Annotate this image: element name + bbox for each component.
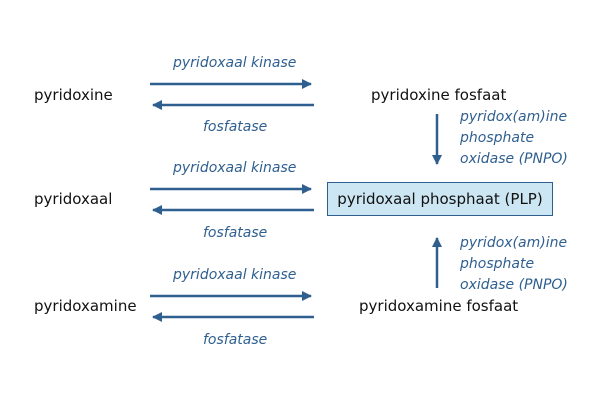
oxidase-line: oxidase (PNPO) <box>460 277 568 293</box>
enzyme-kinase-label: pyridoxaal kinase <box>173 55 297 71</box>
oxidase-line: pyridox(am)ine <box>460 109 568 125</box>
compound-plp: pyridoxaal phosphaat (PLP) <box>337 190 543 208</box>
compound-pyridoxine: pyridoxine <box>34 86 113 104</box>
compound-pyridoxal: pyridoxaal <box>34 190 113 208</box>
oxidase-line: phosphate <box>460 130 535 146</box>
enzyme-phosphatase-label: fosfatase <box>203 332 268 348</box>
plp-box: pyridoxaal phosphaat (PLP) <box>327 182 553 216</box>
enzyme-kinase-label: pyridoxaal kinase <box>173 267 297 283</box>
oxidase-line: oxidase (PNPO) <box>460 151 568 167</box>
enzyme-kinase-label: pyridoxaal kinase <box>173 160 297 176</box>
enzyme-oxidase-label-top: pyridox(am)ine phosphate oxidase (PNPO) <box>460 107 568 170</box>
compound-pyridoxine-phosphate: pyridoxine fosfaat <box>371 86 507 104</box>
compound-pyridoxamine: pyridoxamine <box>34 297 137 315</box>
enzyme-oxidase-label-bottom: pyridox(am)ine phosphate oxidase (PNPO) <box>460 233 568 296</box>
enzyme-phosphatase-label: fosfatase <box>203 119 268 135</box>
oxidase-line: pyridox(am)ine <box>460 235 568 251</box>
enzyme-phosphatase-label: fosfatase <box>203 225 268 241</box>
compound-pyridoxamine-phosphate: pyridoxamine fosfaat <box>359 297 519 315</box>
oxidase-line: phosphate <box>460 256 535 272</box>
